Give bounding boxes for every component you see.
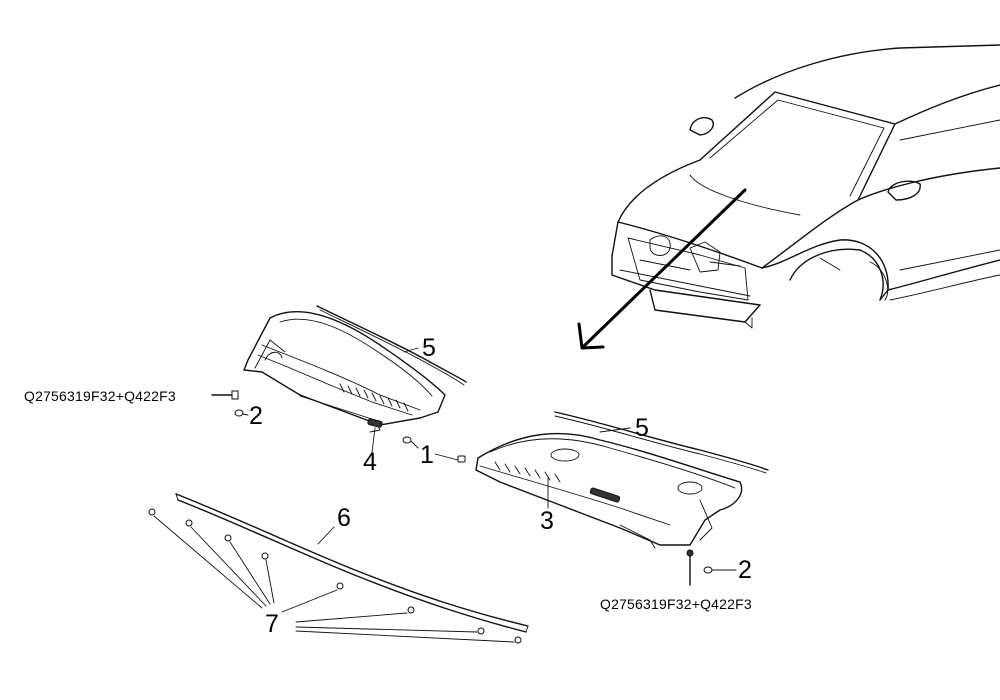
clip-icon bbox=[234, 409, 244, 417]
clip-icon bbox=[261, 552, 269, 560]
clip-icon bbox=[514, 636, 522, 644]
callout-1: 1 bbox=[420, 441, 434, 469]
clip-icon bbox=[703, 566, 713, 574]
clip-icon bbox=[402, 436, 412, 444]
callout-7: 7 bbox=[265, 610, 279, 638]
part-number-right: Q2756319F32+Q422F3 bbox=[600, 596, 752, 612]
callout-4: 4 bbox=[363, 448, 377, 476]
hood-seal-6 bbox=[175, 493, 529, 627]
seal-strip-5-right bbox=[554, 411, 769, 471]
fasteners-left bbox=[211, 390, 419, 449]
clip-icon bbox=[336, 582, 344, 590]
clip-icon bbox=[407, 606, 415, 614]
cowl-panel-left bbox=[243, 310, 446, 433]
clip-icon bbox=[185, 519, 193, 527]
part-number-left: Q2756319F32+Q422F3 bbox=[24, 388, 176, 404]
bolt-icon bbox=[686, 549, 694, 557]
clip-icon bbox=[148, 508, 156, 516]
callout-5-right: 5 bbox=[635, 414, 649, 442]
clip-fasteners-7 bbox=[148, 508, 522, 644]
callout-2-right: 2 bbox=[738, 556, 752, 584]
seal-strip-5-left bbox=[316, 305, 467, 383]
car-illustration bbox=[577, 44, 1000, 350]
clip-icon bbox=[477, 627, 485, 635]
callout-5-left: 5 bbox=[422, 334, 436, 362]
callout-3: 3 bbox=[540, 507, 554, 535]
fasteners-right bbox=[686, 549, 737, 586]
vent-slots-right bbox=[494, 461, 561, 483]
callout-2-left: 2 bbox=[249, 402, 263, 430]
vent-slots-left bbox=[339, 383, 409, 412]
fastener-1-center bbox=[434, 453, 466, 463]
callout-6: 6 bbox=[337, 504, 351, 532]
cowl-panel-right bbox=[475, 432, 743, 549]
clip-icon bbox=[224, 534, 232, 542]
